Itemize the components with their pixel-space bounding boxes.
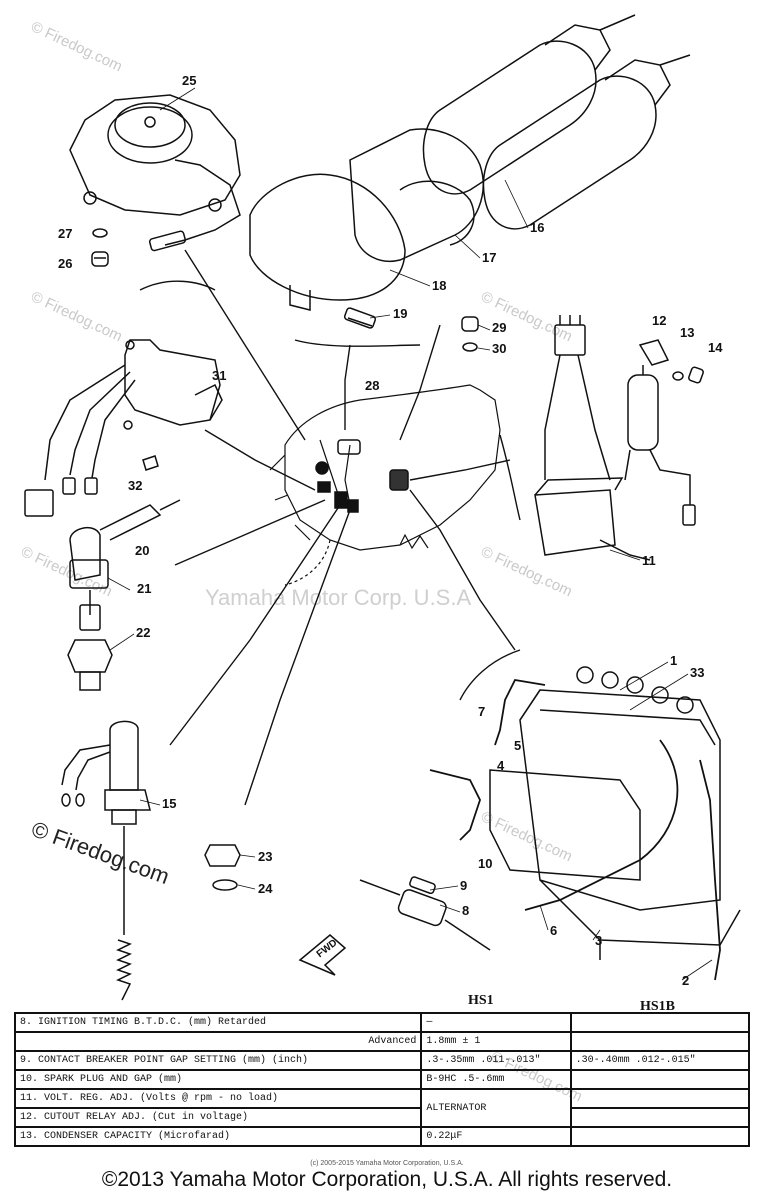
- callout-28: 28: [365, 378, 379, 393]
- header-hs1b: HS1B: [640, 999, 676, 1014]
- neutral-switch: [67, 590, 113, 691]
- callout-29: 29: [492, 320, 506, 335]
- callout-23: 23: [258, 849, 272, 864]
- callout-16: 16: [530, 220, 544, 235]
- battery: [489, 666, 741, 960]
- callout-4: 4: [497, 758, 505, 773]
- spec-hs1b: [569, 1126, 751, 1147]
- spec-hs1: .3-.35mm .011-.013": [420, 1050, 572, 1071]
- callout-21: 21: [137, 581, 151, 596]
- callout-17: 17: [482, 250, 496, 265]
- callout-1: 1: [670, 653, 677, 668]
- main-switch: [24, 339, 223, 517]
- watermark-center: Yamaha Motor Corp. U.S.A: [205, 585, 471, 610]
- callout-20: 20: [135, 543, 149, 558]
- callout-14: 14: [708, 340, 723, 355]
- spec-hs1: —: [420, 1012, 572, 1033]
- spec-label: 8. IGNITION TIMING B.T.D.C. (mm) Retarde…: [13, 1012, 423, 1033]
- spec-label: 13. CONDENSER CAPACITY (Microfarad): [13, 1126, 423, 1147]
- screw-32: [142, 455, 159, 471]
- stop-switch: [61, 720, 151, 1001]
- spec-hs1: ALTERNATOR: [420, 1088, 572, 1128]
- callout-11: 11: [642, 553, 656, 568]
- bolt-19: [343, 307, 377, 329]
- table-row: 11. VOLT. REG. ADJ. (Volts @ rpm - no lo…: [13, 1088, 751, 1128]
- callout-2: 2: [682, 973, 689, 988]
- callout-25: 25: [182, 73, 196, 88]
- table-row: 9. CONTACT BREAKER POINT GAP SETTING (mm…: [13, 1050, 751, 1071]
- small-copyright: (c) 2005-2015 Yamaha Motor Corporation, …: [310, 1160, 464, 1167]
- callout-8: 8: [462, 903, 469, 918]
- table-row: 13. CONDENSER CAPACITY (Microfarad) 0.22…: [13, 1126, 751, 1147]
- callout-33: 33: [690, 665, 704, 680]
- specification-table: 8. IGNITION TIMING B.T.D.C. (mm) Retarde…: [13, 1012, 751, 1147]
- watermark-firedog: © Firedog.com: [28, 18, 125, 75]
- callout-24: 24: [258, 881, 273, 896]
- callout-22: 22: [136, 625, 150, 640]
- callout-9: 9: [460, 878, 467, 893]
- spec-label: 11. VOLT. REG. ADJ. (Volts @ rpm - no lo…: [13, 1088, 423, 1109]
- callout-3: 3: [595, 933, 602, 948]
- table-row: 12. CUTOUT RELAY ADJ. (Cut in voltage): [13, 1107, 751, 1128]
- callout-10: 10: [478, 856, 492, 871]
- contact-breaker-plate: [69, 94, 241, 252]
- header-hs1: HS1: [468, 993, 494, 1008]
- spec-label: Advanced: [13, 1031, 423, 1052]
- callout-12: 12: [652, 313, 666, 328]
- spec-hs1: 0.22μF: [420, 1126, 572, 1147]
- callout-31: 31: [212, 368, 226, 383]
- spec-hs1b: [569, 1088, 751, 1109]
- harness-connectors: [315, 439, 409, 513]
- fwd-arrow: FWD: [298, 934, 347, 976]
- watermark-firedog-large: © Firedog.com: [28, 816, 172, 889]
- table-row: 8. IGNITION TIMING B.T.D.C. (mm) Retarde…: [13, 1012, 751, 1033]
- spec-hs1b: [569, 1031, 751, 1052]
- harness-lines: [139, 249, 521, 806]
- spec-label: 9. CONTACT BREAKER POINT GAP SETTING (mm…: [13, 1050, 423, 1071]
- ignition-coils: [249, 14, 691, 311]
- callout-13: 13: [680, 325, 694, 340]
- callout-26: 26: [58, 256, 72, 271]
- fuse-holder: [359, 876, 491, 951]
- leader-lines: [107, 87, 713, 981]
- spec-hs1: 1.8mm ± 1: [420, 1031, 572, 1052]
- callout-30: 30: [492, 341, 506, 356]
- spec-label: 10. SPARK PLUG AND GAP (mm): [13, 1069, 423, 1090]
- condenser: [624, 339, 704, 526]
- spec-hs1b: [569, 1069, 751, 1090]
- spec-hs1b: .30-.40mm .012-.015": [569, 1050, 751, 1071]
- battery-cables: [429, 679, 721, 981]
- callout-19: 19: [393, 306, 407, 321]
- spec-label: 12. CUTOUT RELAY ADJ. (Cut in voltage): [13, 1107, 423, 1128]
- screw-29-30: [461, 316, 479, 352]
- watermark-firedog: © Firedog.com: [28, 288, 125, 345]
- plug-23-24: [204, 844, 241, 891]
- regulator: [534, 315, 651, 561]
- callout-18: 18: [432, 278, 446, 293]
- callout-32: 32: [128, 478, 142, 493]
- callout-15: 15: [162, 796, 176, 811]
- table-row: 10. SPARK PLUG AND GAP (mm) B-9HC .5-.6m…: [13, 1069, 751, 1090]
- screw-26-27: [91, 228, 109, 267]
- callout-7: 7: [478, 704, 485, 719]
- plug-cap: [69, 499, 181, 589]
- spec-hs1: B-9HC .5-.6mm: [420, 1069, 572, 1090]
- table-row: Advanced 1.8mm ± 1: [13, 1031, 751, 1052]
- footer-copyright: ©2013 Yamaha Motor Corporation, U.S.A. A…: [101, 1168, 673, 1191]
- callout-5: 5: [514, 738, 521, 753]
- callout-27: 27: [58, 226, 72, 241]
- callouts: 1 2 3 4 5 6 7 8 9 10 11 12 13 14 15 16 1…: [58, 73, 723, 988]
- watermark-firedog: © Firedog.com: [478, 543, 575, 600]
- spec-hs1b: [569, 1107, 751, 1128]
- callout-6: 6: [550, 923, 557, 938]
- spec-hs1b: [569, 1012, 751, 1033]
